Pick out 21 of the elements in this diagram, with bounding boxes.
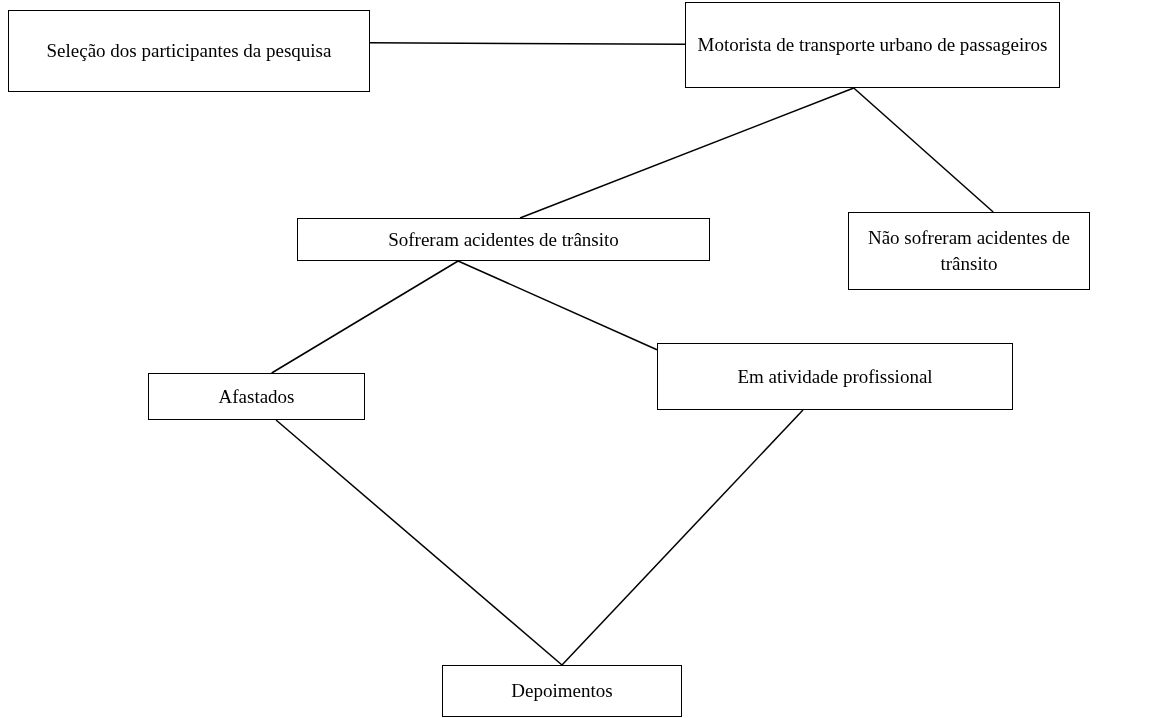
- process-box: [297, 218, 710, 261]
- connector-line: [457, 260, 658, 351]
- connector-line: [270, 260, 459, 374]
- process-box: [8, 10, 370, 92]
- box-label: Não sofreram acidentes de trânsito: [866, 226, 1071, 276]
- box-label: Afastados: [218, 384, 295, 409]
- connector-line: [275, 419, 563, 666]
- connector-line: [519, 87, 855, 219]
- process-box: [148, 373, 365, 420]
- process-box: [657, 343, 1013, 410]
- process-box: [685, 2, 1060, 88]
- process-box: [848, 212, 1090, 290]
- box-label: Sofreram acidentes de trânsito: [388, 227, 619, 252]
- box-label: Motorista de transporte urbano de passageiros: [697, 33, 1048, 58]
- process-box: [442, 665, 682, 717]
- box-label: Em atividade profissional: [737, 364, 933, 389]
- box-label: Depoimentos: [511, 679, 613, 704]
- connector-line: [369, 42, 686, 45]
- box-label: Seleção dos participantes da pesquisa: [46, 39, 332, 64]
- connector-line: [561, 409, 804, 666]
- connector-line: [853, 87, 994, 213]
